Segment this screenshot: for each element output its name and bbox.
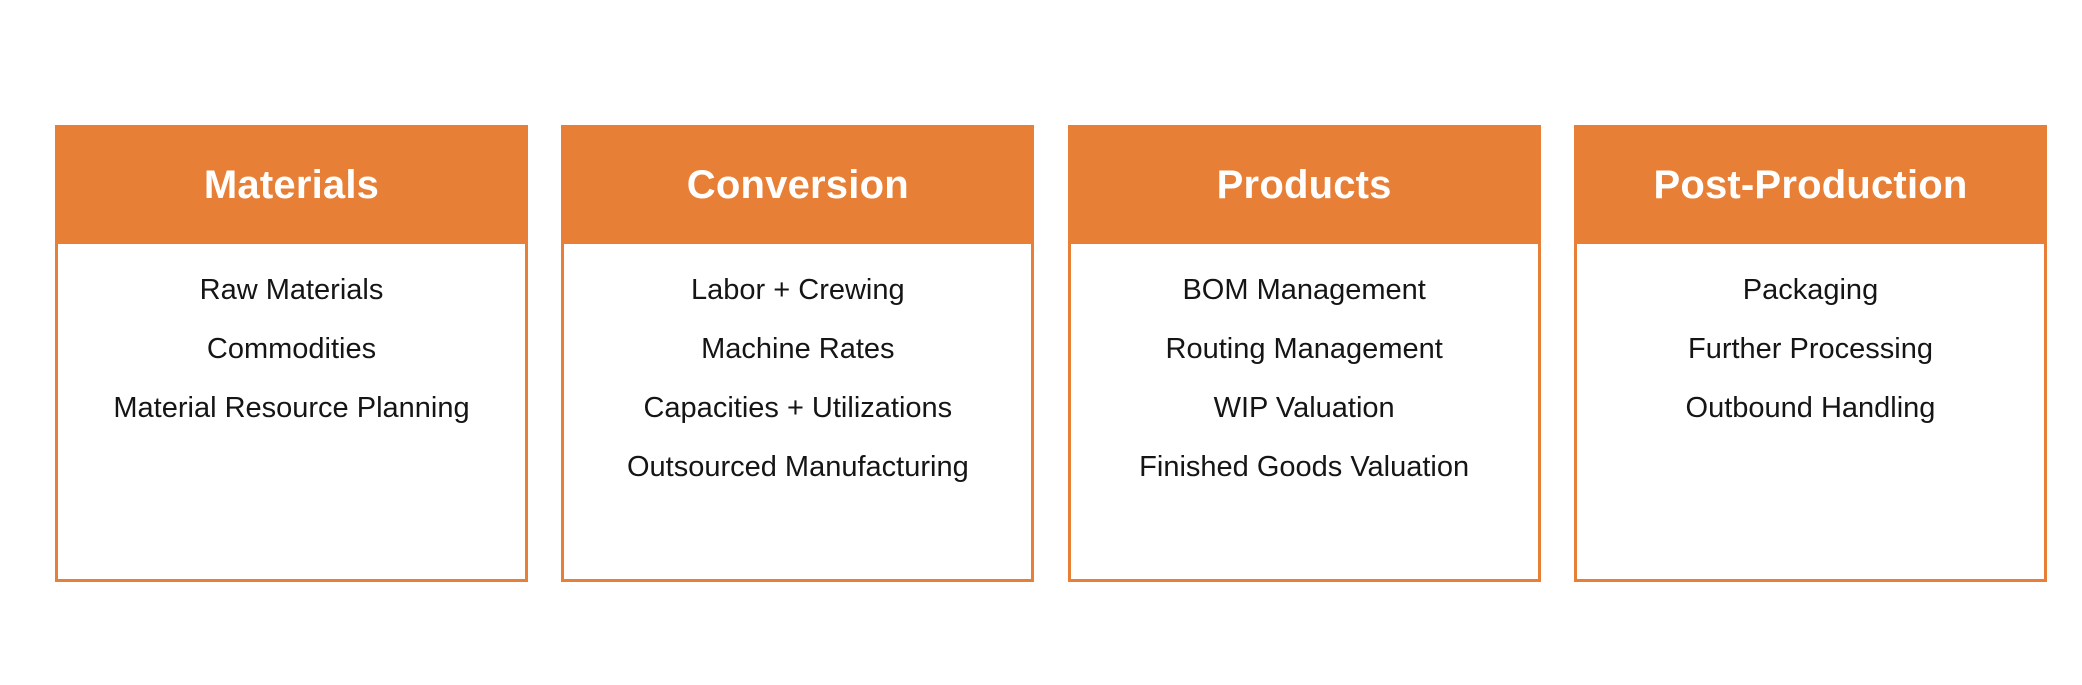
card-header-materials: Materials <box>55 125 528 244</box>
category-card-post-production[interactable]: Post-Production Packaging Further Proces… <box>1573 125 2047 582</box>
card-title-conversion: Conversion <box>686 162 909 207</box>
list-item: Finished Goods Valuation <box>1139 451 1470 483</box>
card-body-post-production: Packaging Further Processing Outbound Ha… <box>1573 244 2047 582</box>
list-item: Commodities <box>206 333 377 365</box>
list-item: Material Resource Planning <box>113 392 470 424</box>
list-item: Raw Materials <box>199 274 384 306</box>
card-title-products: Products <box>1216 162 1392 207</box>
list-item: Machine Rates <box>701 333 895 365</box>
list-item: Outbound Handling <box>1685 392 1936 424</box>
list-item: Further Processing <box>1687 333 1933 365</box>
list-item: Packaging <box>1742 274 1879 306</box>
card-body-conversion: Labor + Crewing Machine Rates Capacities… <box>561 244 1035 582</box>
card-body-products: BOM Management Routing Management WIP Va… <box>1067 244 1541 582</box>
category-card-products[interactable]: Products BOM Management Routing Manageme… <box>1067 125 1541 582</box>
list-item: Outsourced Manufacturing <box>626 451 969 483</box>
card-body-materials: Raw Materials Commodities Material Resou… <box>55 244 528 582</box>
category-card-conversion[interactable]: Conversion Labor + Crewing Machine Rates… <box>561 125 1035 582</box>
card-title-post-production: Post-Production <box>1653 162 1968 207</box>
list-item: Capacities + Utilizations <box>643 392 953 424</box>
card-title-materials: Materials <box>203 162 380 207</box>
card-header-conversion: Conversion <box>561 125 1035 244</box>
list-item: Labor + Crewing <box>691 274 905 306</box>
card-header-post-production: Post-Production <box>1573 125 2047 244</box>
list-item: WIP Valuation <box>1213 392 1395 424</box>
category-cards-row: Materials Raw Materials Commodities Mate… <box>55 125 2047 582</box>
category-card-materials[interactable]: Materials Raw Materials Commodities Mate… <box>55 125 528 582</box>
list-item: BOM Management <box>1182 274 1426 306</box>
card-header-products: Products <box>1067 125 1541 244</box>
list-item: Routing Management <box>1165 333 1443 365</box>
